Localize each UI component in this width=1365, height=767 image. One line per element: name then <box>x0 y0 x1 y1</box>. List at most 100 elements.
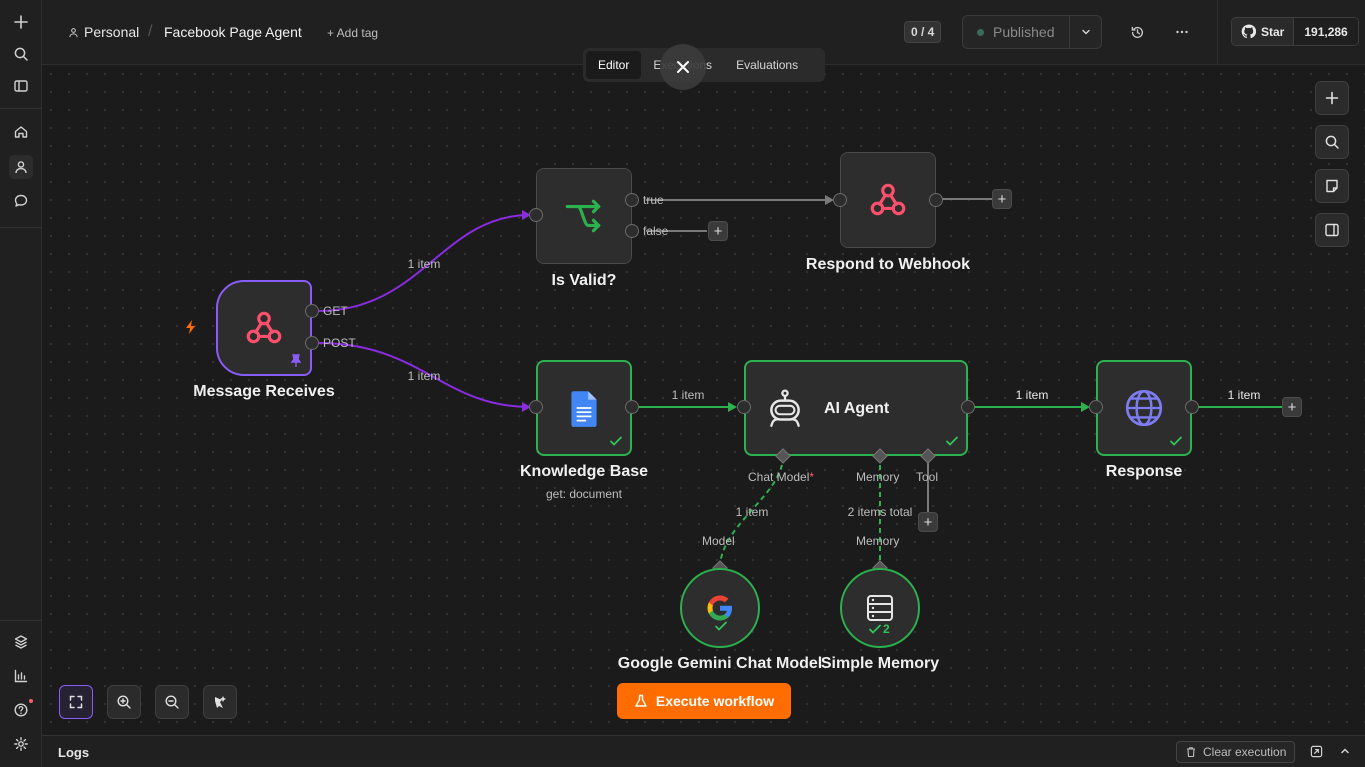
port-label-true: true <box>643 193 664 207</box>
plus-icon <box>1325 91 1339 105</box>
add-tag-button[interactable]: + Add tag <box>327 26 379 40</box>
node-label-message-receives: Message Receives <box>193 383 335 400</box>
success-check-icon <box>946 436 958 446</box>
output-port-agent[interactable] <box>961 400 975 414</box>
add-node-false-button[interactable]: + <box>708 221 728 241</box>
input-port-kb[interactable] <box>529 400 543 414</box>
github-star-button[interactable]: Star <box>1232 18 1295 45</box>
node-simple-memory[interactable]: 2 <box>840 568 920 648</box>
fit-view-button[interactable] <box>59 685 93 719</box>
left-sidebar <box>0 0 42 767</box>
chevron-up-icon[interactable] <box>1338 744 1352 758</box>
zoom-in-button[interactable] <box>107 685 141 719</box>
output-port-post[interactable] <box>305 336 319 350</box>
home-icon[interactable] <box>9 120 33 144</box>
more-options-icon[interactable] <box>1173 23 1191 41</box>
search-icon <box>1325 135 1339 149</box>
search-nodes-button[interactable] <box>1315 125 1349 159</box>
node-is-valid[interactable] <box>536 168 632 264</box>
sub-port-label-chat-model: Chat Model* <box>748 470 815 484</box>
sidebar-toggle-icon[interactable] <box>9 74 33 98</box>
workflow-canvas[interactable]: GET POST Message Receives 1 item 1 item … <box>42 65 1365 735</box>
pin-icon <box>290 354 302 367</box>
add-icon[interactable] <box>9 10 33 34</box>
settings-icon[interactable] <box>9 732 33 756</box>
output-port-true[interactable] <box>625 193 639 207</box>
flask-icon <box>635 694 647 707</box>
wire-label-response: 1 item <box>1227 388 1261 402</box>
add-node-canvas-button[interactable] <box>1315 81 1349 115</box>
zoom-in-icon <box>117 695 131 709</box>
node-label-gemini: Google Gemini Chat Model <box>617 655 823 672</box>
port-label-false: false <box>643 224 669 238</box>
toggle-panel-button[interactable] <box>1315 213 1349 247</box>
node-ai-agent[interactable]: AI Agent <box>744 360 968 456</box>
github-star-count: 191,286 <box>1294 18 1358 45</box>
google-docs-icon <box>571 391 597 427</box>
close-icon[interactable] <box>660 44 706 90</box>
success-check-icon <box>1170 436 1182 446</box>
node-label-response: Response <box>1105 463 1183 480</box>
output-port-false[interactable] <box>625 224 639 238</box>
output-port-respond[interactable] <box>929 193 943 207</box>
if-branch-icon <box>565 199 601 233</box>
tidy-up-button[interactable] <box>203 685 237 719</box>
output-port-get[interactable] <box>305 304 319 318</box>
user-icon[interactable] <box>9 155 33 179</box>
node-message-receives[interactable] <box>216 280 312 376</box>
node-label-simple-memory: Simple Memory <box>820 655 940 672</box>
breadcrumb-separator: / <box>148 23 153 40</box>
chevron-down-icon[interactable] <box>1070 16 1101 48</box>
sub-port-label-memory: Memory <box>856 470 900 484</box>
node-respond-webhook[interactable] <box>840 152 936 248</box>
output-port-response[interactable] <box>1185 400 1199 414</box>
zoom-out-icon <box>165 695 179 709</box>
node-gemini-chat-model[interactable] <box>680 568 760 648</box>
logs-panel[interactable]: Logs Clear execution <box>42 735 1365 767</box>
success-check-icon <box>610 436 622 446</box>
templates-icon[interactable] <box>9 630 33 654</box>
execute-workflow-label: Execute workflow <box>655 693 775 709</box>
node-knowledge-base[interactable] <box>536 360 632 456</box>
sticky-note-button[interactable] <box>1315 169 1349 203</box>
tab-editor[interactable]: Editor <box>586 51 642 79</box>
published-label: Published <box>993 24 1055 40</box>
add-tool-button[interactable]: + <box>918 512 938 532</box>
execute-workflow-button[interactable]: Execute workflow <box>617 683 791 719</box>
wire-label-get: 1 item <box>407 257 441 271</box>
notification-dot <box>29 699 33 703</box>
run-count-badge: 2 <box>868 622 890 636</box>
input-port-respond[interactable] <box>833 193 847 207</box>
published-button[interactable]: Published <box>963 16 1070 48</box>
add-node-respond-button[interactable]: + <box>992 189 1012 209</box>
help-icon[interactable] <box>9 698 33 722</box>
github-icon <box>1241 24 1256 39</box>
output-port-kb[interactable] <box>625 400 639 414</box>
input-port-is-valid[interactable] <box>529 208 543 222</box>
success-check-icon <box>715 621 727 631</box>
node-response[interactable] <box>1096 360 1192 456</box>
clear-execution-button[interactable]: Clear execution <box>1176 741 1296 763</box>
input-port-agent[interactable] <box>737 400 751 414</box>
database-icon <box>867 595 893 621</box>
sub-node-port-memory: Memory <box>856 534 900 548</box>
wire-label-post: 1 item <box>407 369 441 383</box>
tab-evaluations[interactable]: Evaluations <box>736 58 799 72</box>
input-port-response[interactable] <box>1089 400 1103 414</box>
zoom-out-button[interactable] <box>155 685 189 719</box>
workflow-title[interactable]: Facebook Page Agent <box>164 24 302 40</box>
version-counter: 0 / 4 <box>904 21 942 43</box>
search-icon[interactable] <box>9 42 33 66</box>
breadcrumb-project[interactable]: Personal <box>68 24 139 40</box>
popout-icon[interactable] <box>1309 744 1323 758</box>
github-star-widget[interactable]: Star 191,286 <box>1231 17 1359 46</box>
history-icon[interactable] <box>1128 23 1146 41</box>
trigger-bolt-icon <box>186 320 195 334</box>
globe-icon <box>1125 389 1163 427</box>
node-sub-knowledge-base: get: document <box>545 487 623 501</box>
sub-port-label-tool: Tool <box>916 470 939 484</box>
chat-icon[interactable] <box>9 189 33 213</box>
node-label-is-valid: Is Valid? <box>551 272 617 289</box>
insights-icon[interactable] <box>9 664 33 688</box>
add-node-response-button[interactable]: + <box>1282 397 1302 417</box>
